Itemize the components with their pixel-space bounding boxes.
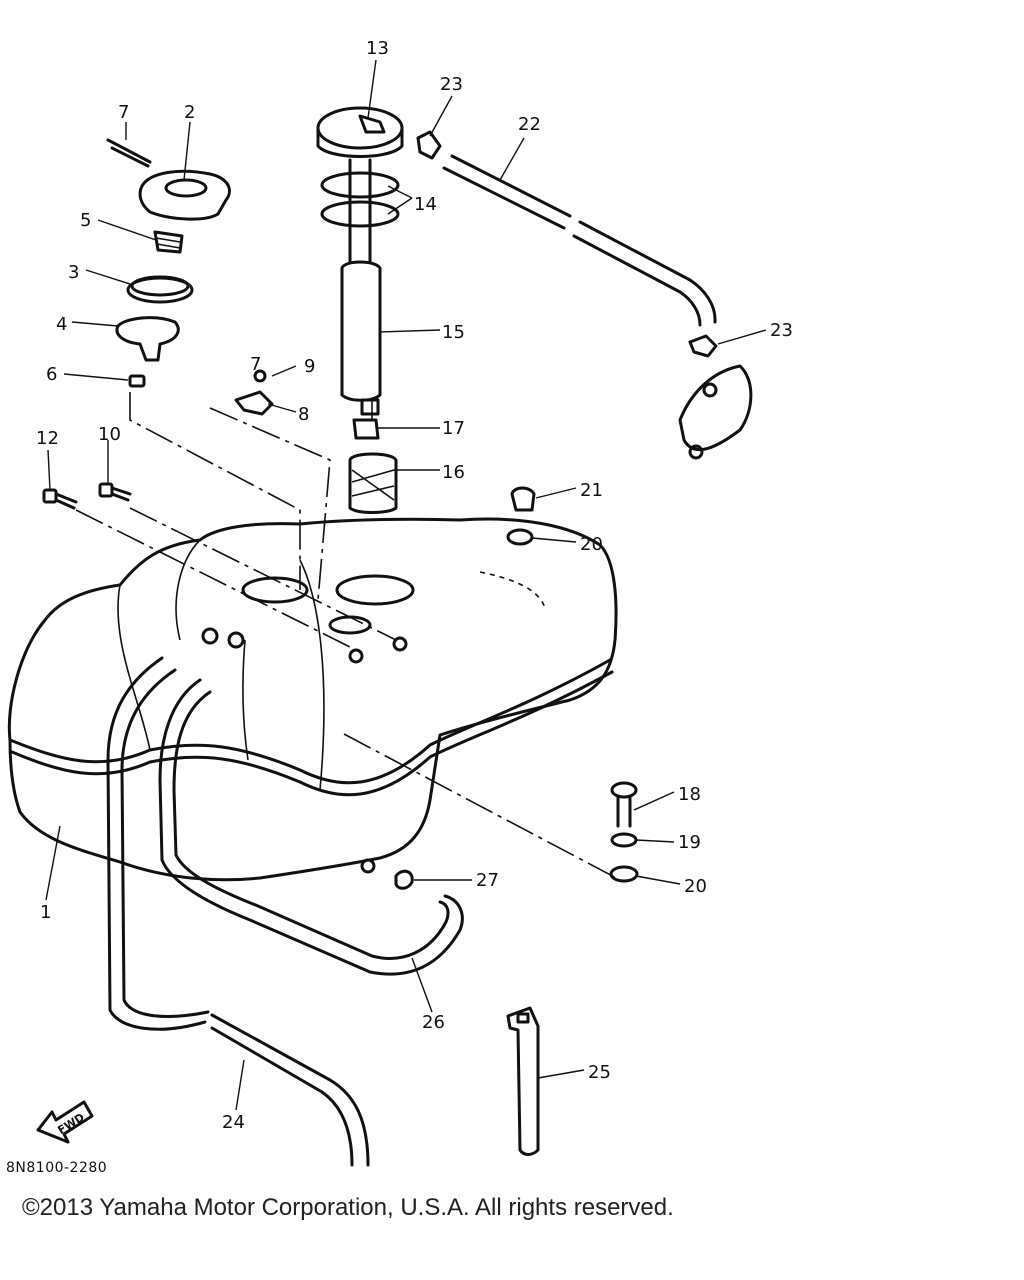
fuel-tank [7,517,618,882]
callout-12: 12 [36,428,59,449]
clip-27 [394,869,414,890]
callout-leaders [45,59,767,1111]
fuel-gauge-assembly [316,106,404,514]
drawing-code: 8N8100-2280 [6,1160,108,1176]
hose-24 [106,656,370,1167]
callout-18: 18 [678,784,701,805]
band-25 [506,1006,540,1156]
callout-15: 15 [442,322,465,343]
callout-22: 22 [518,114,541,135]
callout-9: 9 [304,356,315,377]
callout-8: 8 [298,404,309,425]
callout-26: 26 [422,1012,445,1033]
callout-6: 6 [46,364,57,385]
callout-10: 10 [98,424,121,445]
callout-2: 2 [184,102,195,123]
callout-4: 4 [56,314,67,335]
callout-21: 21 [580,480,603,501]
callout-23-right: 23 [770,320,793,341]
callout-20-bottom: 20 [684,876,707,897]
clip-parts [234,369,274,416]
callout-20-top: 20 [580,534,603,555]
callout-5: 5 [80,210,91,231]
bolts [42,482,132,510]
callout-17: 17 [442,418,465,439]
callout-25: 25 [588,1062,611,1083]
assembly-lines [75,392,621,881]
mount-hardware [506,486,639,883]
callout-14: 14 [414,194,437,215]
hose-22 [416,130,753,460]
callout-16: 16 [442,462,465,483]
callout-7: 7 [118,102,129,123]
callout-1: 1 [40,902,51,923]
callout-24: 24 [222,1112,245,1133]
forward-arrow-icon: FWD [36,1100,94,1144]
hose-26 [158,678,464,976]
callout-numbers: 13 23 22 14 15 17 16 2 7 5 3 4 6 7 9 8 1… [36,38,793,1133]
cap-parts [106,138,231,388]
callout-23-top: 23 [440,74,463,95]
callout-19: 19 [678,832,701,853]
callout-3: 3 [68,262,79,283]
callout-7-small: 7 [250,354,261,375]
callout-27: 27 [476,870,499,891]
callout-13: 13 [366,38,389,59]
fuel-tank-exploded-diagram: FWD 13 23 22 14 15 17 16 2 7 5 3 4 6 7 9… [7,38,793,1167]
copyright-notice: ©2013 Yamaha Motor Corporation, U.S.A. A… [22,1194,674,1221]
